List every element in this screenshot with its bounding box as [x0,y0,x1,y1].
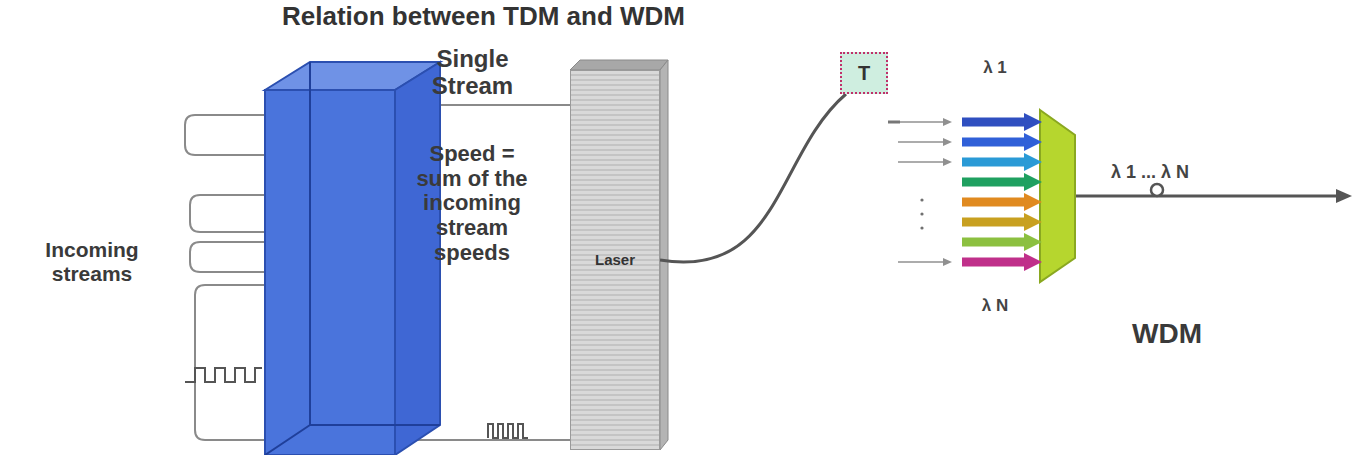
node-label: T [858,62,870,84]
node-label: Laser [595,252,635,269]
tap-box: T [840,52,888,94]
incoming-label: Incoming streams [22,238,162,285]
fiber-connector [660,94,846,262]
laser-top [570,60,668,70]
wavelength-arrows [888,113,1042,271]
laser-box: Laser [570,70,660,450]
wavelength-label: λ 1 [975,58,1015,77]
tdm-mux-box [265,62,440,455]
wdm-label: WDM [1112,318,1222,349]
output-fiber [1040,110,1352,282]
wavelength-label: λ N [975,296,1015,315]
diagram-title: Relation between TDM and WDM [282,2,685,31]
laser-side [660,60,668,450]
stream-label: Single Stream [415,46,530,100]
wdm-mux [1040,110,1075,282]
wavelength-range: λ 1 ... λ N [1090,162,1210,182]
speed-note: Speed = sum of the incoming stream speed… [408,142,536,265]
